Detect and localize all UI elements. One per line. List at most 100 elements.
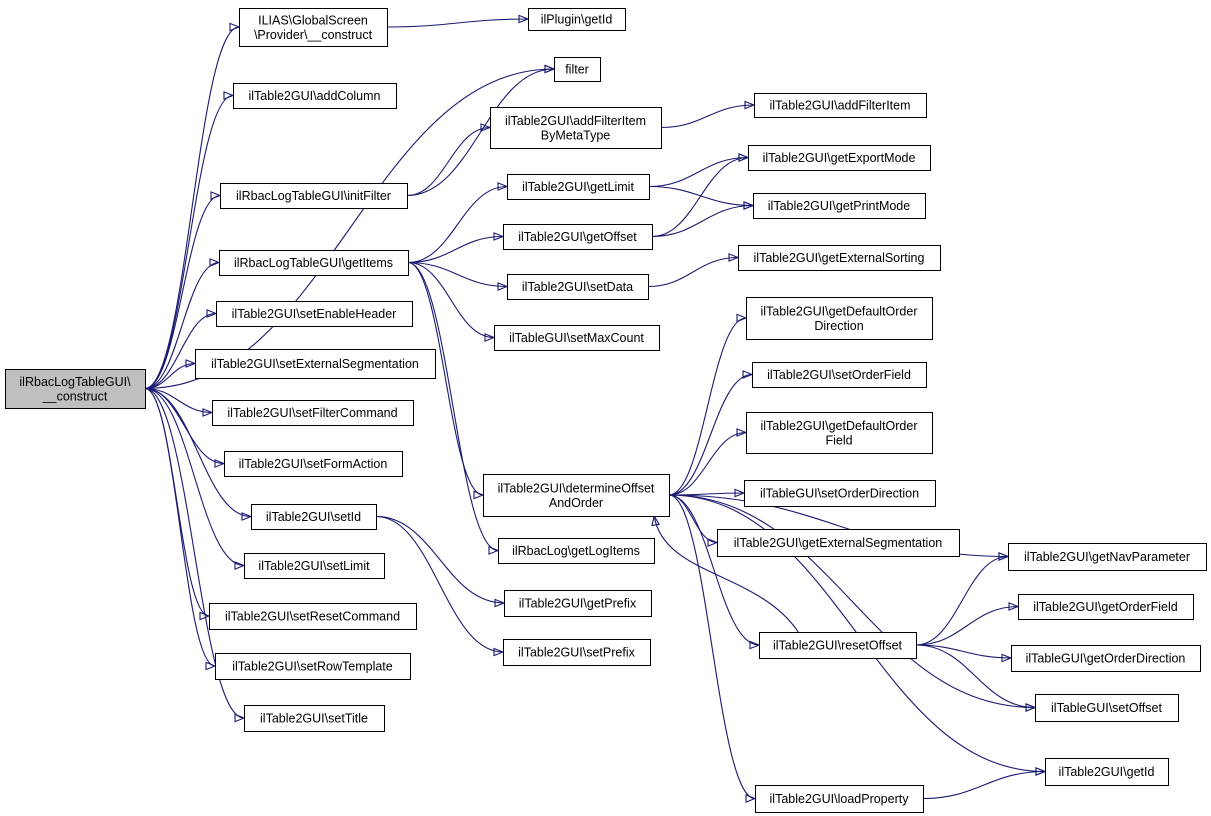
edge-line: [648, 156, 749, 188]
arrowhead: [743, 201, 755, 210]
node-setoffset[interactable]: ilTableGUI\setOffset: [1035, 694, 1179, 722]
node-plugin_getid[interactable]: ilPlugin\getId: [528, 8, 626, 31]
node-setmaxcount[interactable]: ilTableGUI\setMaxCount: [494, 325, 660, 351]
edge-line: [144, 94, 234, 390]
node-gs_construct[interactable]: ILIAS\GlobalScreen\Provider\__construct: [239, 8, 388, 47]
node-label: ilTable2GUI\getId: [1059, 765, 1155, 779]
node-setformaction[interactable]: ilTable2GUI\setFormAction: [224, 451, 403, 477]
node-label: ilTable2GUI\addFilterItem: [505, 114, 646, 128]
node-getorderfield[interactable]: ilTable2GUI\getOrderField: [1018, 594, 1194, 620]
node-getid[interactable]: ilTable2GUI\getId: [1045, 758, 1169, 786]
edge-line: [144, 387, 245, 567]
edge-getitems-to-getlimit: [407, 182, 509, 264]
node-initfilter[interactable]: ilRbacLogTableGUI\initFilter: [220, 183, 408, 209]
node-setorderdirection[interactable]: ilTableGUI\setOrderDirection: [744, 480, 936, 507]
node-box: [219, 250, 409, 276]
node-setrowtemplate[interactable]: ilTable2GUI\setRowTemplate: [215, 653, 411, 680]
node-setfiltercommand[interactable]: ilTable2GUI\setFilterCommand: [212, 400, 414, 426]
node-setprefix[interactable]: ilTable2GUI\setPrefix: [503, 639, 651, 666]
node-setenableheader[interactable]: ilTable2GUI\setEnableHeader: [216, 301, 413, 327]
arrowhead: [742, 370, 754, 379]
node-box: [220, 183, 408, 209]
edge-initfilter-to-filter: [406, 64, 556, 197]
node-setdata[interactable]: ilTable2GUI\setData: [507, 274, 649, 300]
node-label: ilTable2GUI\addFilterItem: [769, 99, 910, 113]
node-box: [490, 107, 662, 149]
node-box: [759, 632, 917, 659]
node-getexternalsorting[interactable]: ilTable2GUI\getExternalSorting: [738, 245, 941, 271]
arrowhead: [494, 598, 506, 608]
node-label: ilTable2GUI\setResetCommand: [225, 610, 400, 624]
node-setresetcommand[interactable]: ilTable2GUI\setResetCommand: [209, 603, 417, 630]
node-getoffset[interactable]: ilTable2GUI\getOffset: [503, 224, 653, 250]
node-box: [554, 57, 601, 82]
node-layer: ilRbacLogTableGUI\__construct ILIAS\Globa…: [5, 8, 1207, 813]
node-box: [528, 8, 626, 31]
node-getexternalsegmentation[interactable]: ilTable2GUI\getExternalSegmentation: [717, 529, 960, 557]
edge-determineoffset-to-resetoffset: [668, 494, 761, 650]
edge-line: [915, 605, 1019, 646]
node-setlimit[interactable]: ilTable2GUI\setLimit: [244, 553, 385, 579]
node-box: [195, 349, 436, 379]
node-getnavparameter[interactable]: ilTable2GUI\getNavParameter: [1008, 543, 1207, 571]
node-label: ILIAS\GlobalScreen: [258, 13, 368, 27]
node-box: [503, 639, 651, 666]
node-getexportmode[interactable]: ilTable2GUI\getExportMode: [748, 145, 931, 171]
node-label: ilTable2GUI\loadProperty: [770, 792, 910, 806]
node-setid[interactable]: ilTable2GUI\setId: [251, 504, 377, 530]
edge-line: [406, 126, 491, 197]
node-getprintmode[interactable]: ilTable2GUI\getPrintMode: [753, 193, 926, 219]
edge-line: [144, 387, 245, 719]
arrowhead: [206, 309, 218, 318]
node-settitle[interactable]: ilTable2GUI\setTitle: [244, 705, 385, 732]
node-label: ilTable2GUI\getExternalSorting: [754, 251, 925, 265]
arrowhead: [736, 313, 748, 323]
node-label: ilTableGUI\setOrderDirection: [760, 487, 919, 501]
node-label: __construct: [42, 389, 108, 403]
node-box: [717, 529, 960, 557]
node-getlogitems[interactable]: ilRbacLog\getLogItems: [498, 538, 655, 564]
node-addfilteritem[interactable]: ilTable2GUI\addFilterItem: [754, 93, 927, 118]
node-resetoffset[interactable]: ilTable2GUI\resetOffset: [759, 632, 917, 659]
edge-line: [668, 494, 760, 646]
node-getitems[interactable]: ilRbacLogTableGUI\getItems: [219, 250, 409, 276]
edge-root-to-setfiltercommand: [144, 387, 214, 417]
arrowhead: [205, 661, 217, 671]
node-setorderfield[interactable]: ilTable2GUI\setOrderField: [752, 362, 927, 388]
node-getlimit[interactable]: ilTable2GUI\getLimit: [507, 174, 650, 200]
node-setexternalsegmentation[interactable]: ilTable2GUI\setExternalSegmentation: [195, 349, 436, 379]
edge-root-to-initfilter: [144, 191, 222, 390]
edge-resetoffset-to-getorderdirection: [915, 644, 1013, 663]
edge-getitems-to-setdata: [407, 261, 509, 291]
node-label: ilTable2GUI\getOrderField: [1033, 600, 1178, 614]
node-getprefix[interactable]: ilTable2GUI\getPrefix: [504, 590, 652, 617]
arrowhead: [1035, 767, 1047, 776]
arrowhead: [484, 333, 496, 342]
edge-line: [144, 312, 217, 390]
edge-line: [668, 494, 1036, 709]
arrowhead: [210, 191, 222, 200]
node-addcolumn[interactable]: ilTable2GUI\addColumn: [233, 83, 397, 109]
arrowhead: [734, 488, 746, 498]
edge-determineoffset-to-getdefaultorderfield: [668, 428, 748, 496]
edge-line: [915, 555, 1009, 646]
edge-line: [407, 235, 504, 264]
edge-line: [386, 18, 529, 28]
edge-line: [375, 515, 504, 653]
edge-line: [144, 362, 196, 390]
node-label: ilTable2GUI\getPrefix: [519, 597, 637, 611]
node-label: ilTable2GUI\setRowTemplate: [232, 660, 393, 674]
node-root[interactable]: ilRbacLogTableGUI\__construct: [5, 369, 146, 409]
arrowhead: [736, 428, 748, 437]
node-loadproperty[interactable]: ilTable2GUI\loadProperty: [755, 785, 924, 813]
edge-determineoffset-to-loadproperty: [668, 494, 757, 803]
node-box: [746, 412, 933, 454]
arrowhead: [1025, 703, 1037, 712]
arrowhead: [199, 611, 211, 621]
node-getorderdirection[interactable]: ilTableGUI\getOrderDirection: [1011, 645, 1201, 672]
node-filter[interactable]: filter: [554, 57, 601, 82]
